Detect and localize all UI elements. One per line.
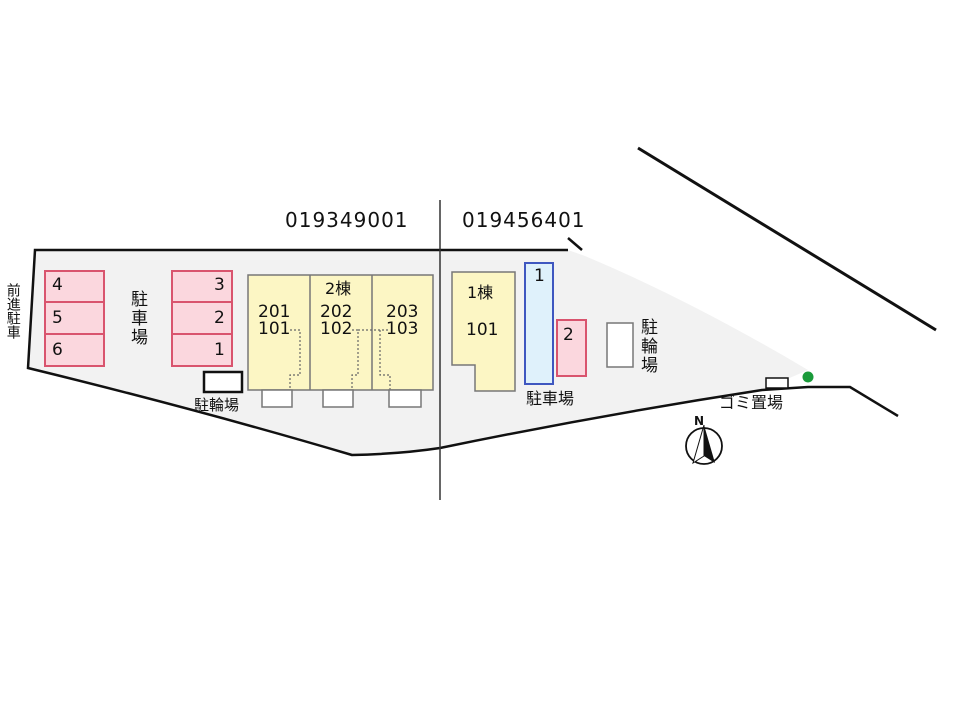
parking-slot-right-1 (524, 262, 554, 385)
building-1 (451, 271, 516, 392)
unit-number: 201 (258, 302, 291, 322)
front-parking-label: 前進駐車 (4, 283, 21, 339)
bicycle-parking-right (606, 322, 634, 368)
parking-slot-6 (44, 333, 105, 367)
north-label: N (694, 414, 705, 428)
garbage-box (765, 377, 789, 389)
dotted-path (379, 330, 391, 390)
site-boundary-line (26, 248, 899, 457)
boundary-tick (567, 237, 583, 251)
parking-slot-number: 1 (214, 340, 225, 360)
dotted-path (289, 329, 301, 390)
parking-slot-number: 4 (52, 275, 63, 295)
dotted-path (351, 329, 359, 390)
entrance-step (322, 389, 354, 408)
building-2 (247, 274, 434, 391)
garbage-label: ゴミ置場 (719, 393, 784, 412)
parking-slot-number: 6 (52, 340, 63, 360)
parking-slot-number: 3 (214, 275, 225, 295)
parking-slot-right-2 (556, 319, 587, 377)
parking-slot-number: 2 (563, 325, 574, 345)
parking-slot-4 (44, 270, 105, 303)
parking-left-label: 駐車場 (127, 290, 147, 347)
parking-slot-number: 2 (214, 308, 225, 328)
location-marker (802, 371, 814, 383)
building-2-name: 2棟 (325, 279, 352, 298)
building-1-name: 1棟 (467, 283, 494, 302)
unit-number: 102 (320, 319, 353, 339)
parking-slot-5 (44, 301, 105, 335)
bicycle-left-label: 駐輪場 (194, 396, 240, 414)
lot-code-left: 019349001 (285, 208, 409, 232)
entrance-step (388, 389, 422, 408)
north-arrow-icon (685, 424, 723, 465)
unit-number: 103 (386, 319, 419, 339)
lot-code-right: 019456401 (462, 208, 586, 232)
road-line (637, 146, 937, 332)
unit-number: 101 (258, 319, 291, 339)
unit-number: 203 (386, 302, 419, 322)
parking-slot-1 (171, 333, 233, 367)
entrance-step (261, 389, 293, 408)
bicycle-parking-left (202, 370, 244, 394)
unit-number: 101 (466, 320, 499, 340)
parking-slot-number: 1 (534, 266, 545, 286)
parking-right-label: 駐車場 (526, 389, 575, 408)
unit-number: 202 (320, 302, 353, 322)
bicycle-right-label: 駐輪場 (637, 318, 657, 375)
parking-slot-number: 5 (52, 308, 63, 328)
